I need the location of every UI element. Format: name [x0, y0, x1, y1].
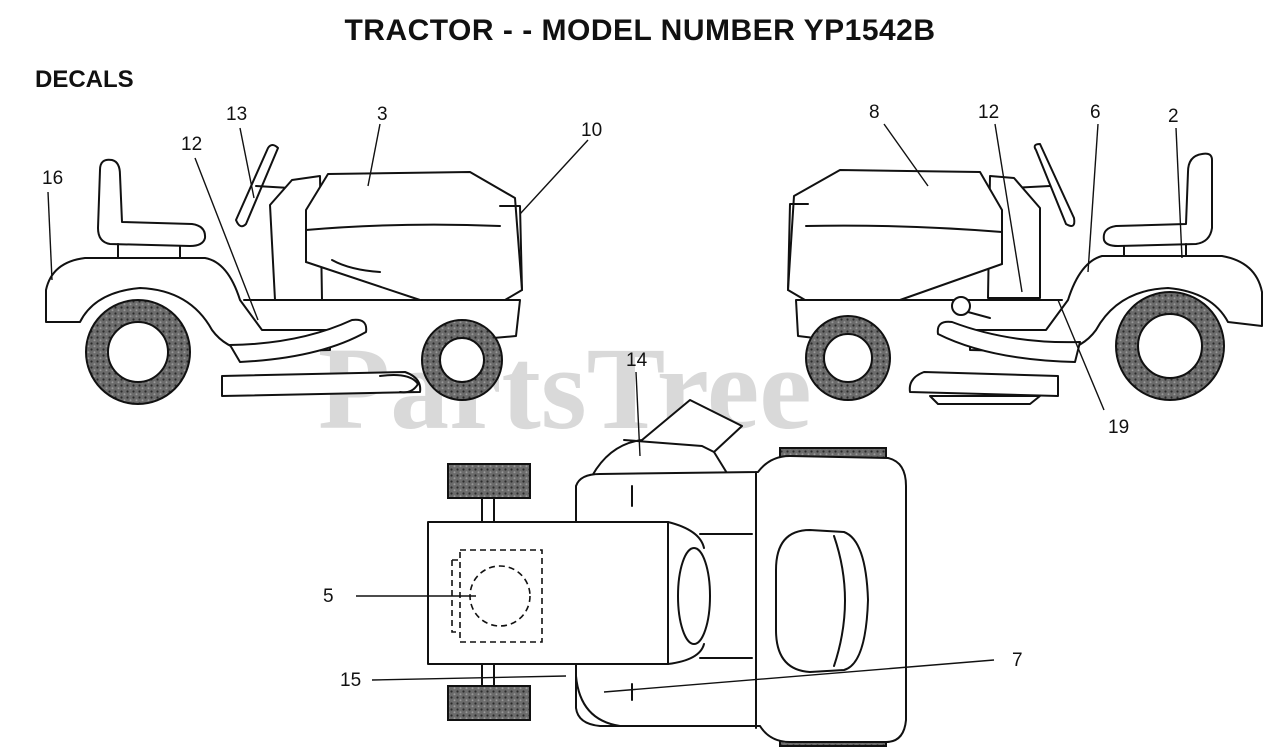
section-heading: DECALS [35, 66, 134, 93]
callout-12-right: 12 [978, 102, 999, 123]
callout-10: 10 [581, 120, 602, 141]
top-steering-console [591, 399, 743, 479]
top-front-left-tire [447, 463, 531, 499]
callout-8: 8 [869, 102, 880, 123]
callout-12-left: 12 [181, 134, 202, 155]
left-seat [97, 158, 207, 247]
right-footrest [936, 320, 1081, 363]
callout-19: 19 [1108, 417, 1129, 438]
top-hood [427, 521, 669, 665]
callout-2: 2 [1168, 106, 1179, 127]
top-steering-wheel [677, 547, 711, 645]
callout-7: 7 [1012, 650, 1023, 671]
callout-5: 5 [323, 586, 334, 607]
right-seat [1102, 152, 1213, 247]
right-lever-knob [951, 296, 971, 316]
right-steering-wheel [1033, 143, 1076, 227]
right-mower-deck [908, 371, 1059, 397]
top-seat [775, 529, 869, 673]
callout-3: 3 [377, 104, 388, 125]
tractor-right-side-view [787, 143, 1263, 405]
right-hood [787, 169, 1003, 301]
left-hood [305, 171, 523, 301]
right-callouts: 8 12 6 2 19 [869, 102, 1183, 438]
left-mower-deck [221, 371, 422, 397]
callout-6: 6 [1090, 102, 1101, 123]
left-footrest [229, 318, 368, 363]
top-callouts: 14 5 15 7 [323, 350, 1023, 693]
callout-15: 15 [340, 670, 361, 691]
top-front-right-tire [447, 685, 531, 721]
callout-16: 16 [42, 168, 63, 189]
tractor-top-view [427, 399, 907, 747]
tractor-left-side-view [45, 144, 523, 405]
callout-13: 13 [226, 104, 247, 125]
left-callouts: 16 13 12 3 10 [42, 104, 602, 321]
callout-14: 14 [626, 350, 648, 371]
diagram-title: TRACTOR - - MODEL NUMBER YP1542B [344, 14, 936, 47]
